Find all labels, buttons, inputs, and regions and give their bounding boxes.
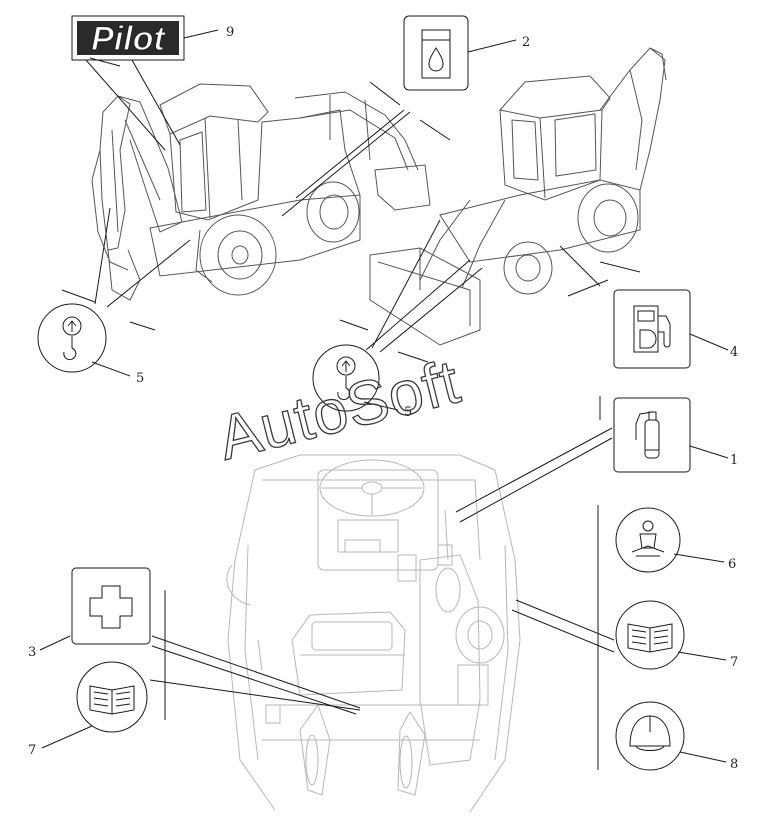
decal-3-first-aid: 3 [28, 567, 361, 715]
decal-5-lift-hook-center: 5 [312, 219, 483, 420]
callout-label-1: 1 [730, 453, 738, 468]
decal-6-seat-belt: 6 [615, 507, 736, 573]
cab-interior-view [226, 454, 521, 813]
callout-label-6: 6 [728, 557, 736, 572]
safety-helmet-icon [629, 715, 671, 751]
callout-label-8: 8 [730, 757, 738, 772]
lifting-hook-icon [62, 316, 82, 361]
decal-4-diesel: 4 [559, 245, 738, 369]
decal-1-fire-extinguisher: 1 [455, 396, 738, 523]
operator-manual-icon [89, 685, 135, 715]
decal-7-manual-left: 7 [28, 661, 361, 758]
callout-label-5-left: 5 [136, 371, 144, 386]
backhoe-loader-rear-view [91, 83, 431, 301]
lifting-hook-icon [336, 356, 356, 401]
backhoe-loader-front-view [369, 47, 667, 346]
first-aid-cross-icon [89, 585, 133, 629]
decal-5-lift-hook-left: 5 [37, 207, 191, 386]
decal-8-helmet: 8 [615, 701, 738, 772]
fire-extinguisher-icon [635, 411, 660, 459]
decal-9-pilot: Pilot 9 [71, 15, 234, 151]
operator-manual-icon [627, 623, 673, 653]
callout-label-3: 3 [28, 645, 36, 660]
callout-label-5-center: 5 [404, 405, 412, 420]
callout-label-2: 2 [522, 35, 530, 50]
decal-7-manual-right: 7 [511, 599, 738, 670]
decal-2-hydraulic-oil: 2 [281, 15, 530, 217]
callout-label-7-right: 7 [730, 655, 738, 670]
callout-label-7-left: 7 [28, 743, 36, 758]
hydraulic-oil-drop-icon [421, 29, 451, 79]
diesel-fuel-pump-icon [633, 305, 671, 353]
seat-belt-icon [631, 520, 665, 557]
pilot-brand-text: Pilot [91, 20, 166, 58]
callout-label-9: 9 [226, 25, 234, 40]
callout-label-4: 4 [730, 345, 738, 360]
